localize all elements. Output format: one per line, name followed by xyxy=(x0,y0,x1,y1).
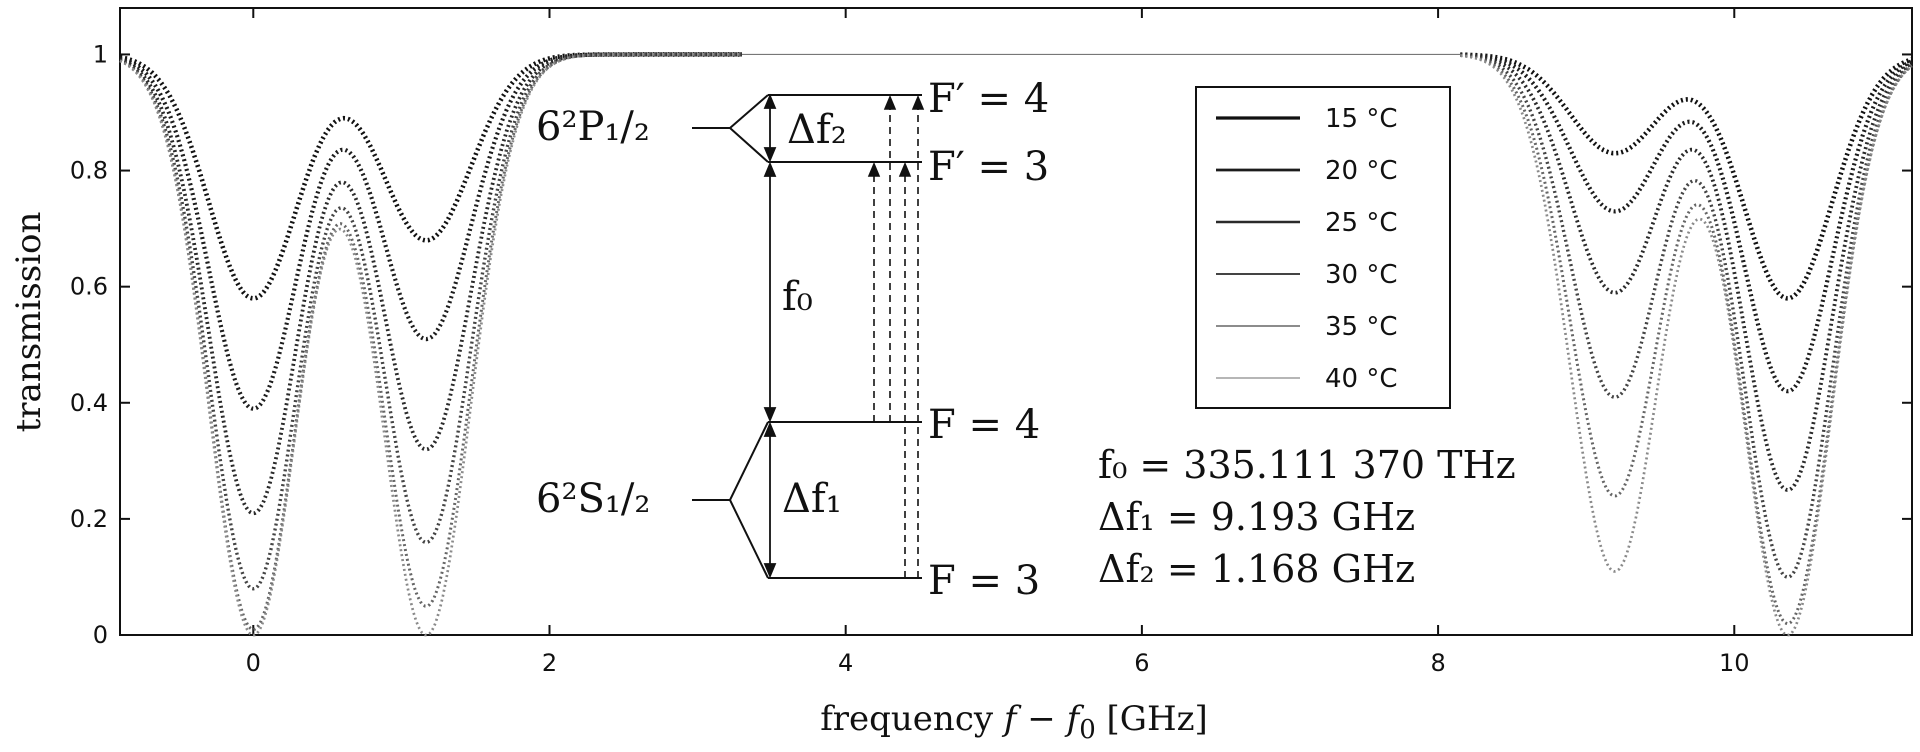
legend: 15 °C 20 °C 25 °C 30 °C 35 °C 40 °C xyxy=(1195,86,1451,409)
series-line-40-segment-1 xyxy=(1460,54,1913,637)
x-tick-label: 8 xyxy=(1430,649,1445,677)
delta-f1-arrow xyxy=(763,421,777,579)
annotation-delta-f1: Δf₁ = 9.193 GHz xyxy=(1098,495,1415,539)
series-line-25-segment-0 xyxy=(119,52,742,516)
annotation-delta-f2: Δf₂ = 1.168 GHz xyxy=(1098,547,1415,591)
y-tick-label: 0 xyxy=(93,621,108,649)
legend-label: 30 °C xyxy=(1325,260,1398,290)
legend-box xyxy=(1195,86,1451,409)
y-tick-label: 0.2 xyxy=(70,505,108,533)
series-line-35-segment-1 xyxy=(1460,54,1913,626)
x-tick-label: 6 xyxy=(1134,649,1149,677)
y-tick-label: 1 xyxy=(93,40,108,68)
series-line-20-segment-0 xyxy=(119,52,742,411)
constants-annotation: f₀ = 335.111 370 THz Δf₁ = 9.193 GHz Δf₂… xyxy=(1098,443,1516,591)
gap-label-delta-f1: Δf₁ xyxy=(782,476,842,522)
legend-label: 25 °C xyxy=(1325,208,1398,238)
gap-label-delta-f2: Δf₂ xyxy=(787,107,847,153)
y-tick-label: 0.6 xyxy=(70,273,108,301)
upper-state-split xyxy=(692,94,769,163)
series-line-15-segment-1 xyxy=(1460,52,1913,301)
plot-frame xyxy=(119,7,1913,636)
y-axis-label: transmission xyxy=(9,212,49,433)
x-axis-ticks: 0 2 4 6 8 10 xyxy=(246,8,1750,677)
annotation-f0: f₀ = 335.111 370 THz xyxy=(1098,443,1516,487)
f0-arrow xyxy=(763,161,777,423)
level-diagram: 6²P₁/₂ 6²S₁/₂ F′ = 4 F′ = 3 F = 4 F = 3 … xyxy=(536,76,1049,604)
level-label-f-prime-3: F′ = 3 xyxy=(928,144,1049,190)
legend-label: 20 °C xyxy=(1325,156,1398,186)
series-line-25-segment-1 xyxy=(1460,53,1913,492)
transition-arrows xyxy=(867,94,925,578)
y-tick-label: 0.8 xyxy=(70,157,108,185)
level-label-f-prime-4: F′ = 4 xyxy=(928,76,1049,122)
lower-state-label: 6²S₁/₂ xyxy=(536,476,650,522)
series-line-40-segment-0 xyxy=(119,53,742,637)
y-axis-ticks: 0 0.2 0.4 0.6 0.8 1 xyxy=(70,40,1912,649)
legend-label: 15 °C xyxy=(1325,104,1398,134)
transmission-curves xyxy=(119,52,1913,637)
series-line-15-segment-0 xyxy=(119,52,742,301)
level-label-f-4: F = 4 xyxy=(928,402,1040,448)
gap-label-f0: f₀ xyxy=(782,274,813,320)
upper-state-label: 6²P₁/₂ xyxy=(536,104,650,150)
level-label-f-3: F = 3 xyxy=(928,558,1040,604)
delta-f2-arrow xyxy=(763,93,777,163)
x-tick-label: 0 xyxy=(246,649,261,677)
legend-label: 40 °C xyxy=(1325,364,1398,394)
y-tick-label: 0.4 xyxy=(70,389,108,417)
series-line-20-segment-1 xyxy=(1460,52,1913,394)
x-tick-label: 4 xyxy=(838,649,853,677)
series-line-30-segment-1 xyxy=(1460,53,1913,579)
x-tick-label: 2 xyxy=(542,649,557,677)
legend-label: 35 °C xyxy=(1325,312,1398,342)
lower-state-split xyxy=(692,421,769,579)
x-axis-label: frequency f − f0 [GHz] xyxy=(820,699,1208,745)
x-tick-label: 10 xyxy=(1719,649,1750,677)
